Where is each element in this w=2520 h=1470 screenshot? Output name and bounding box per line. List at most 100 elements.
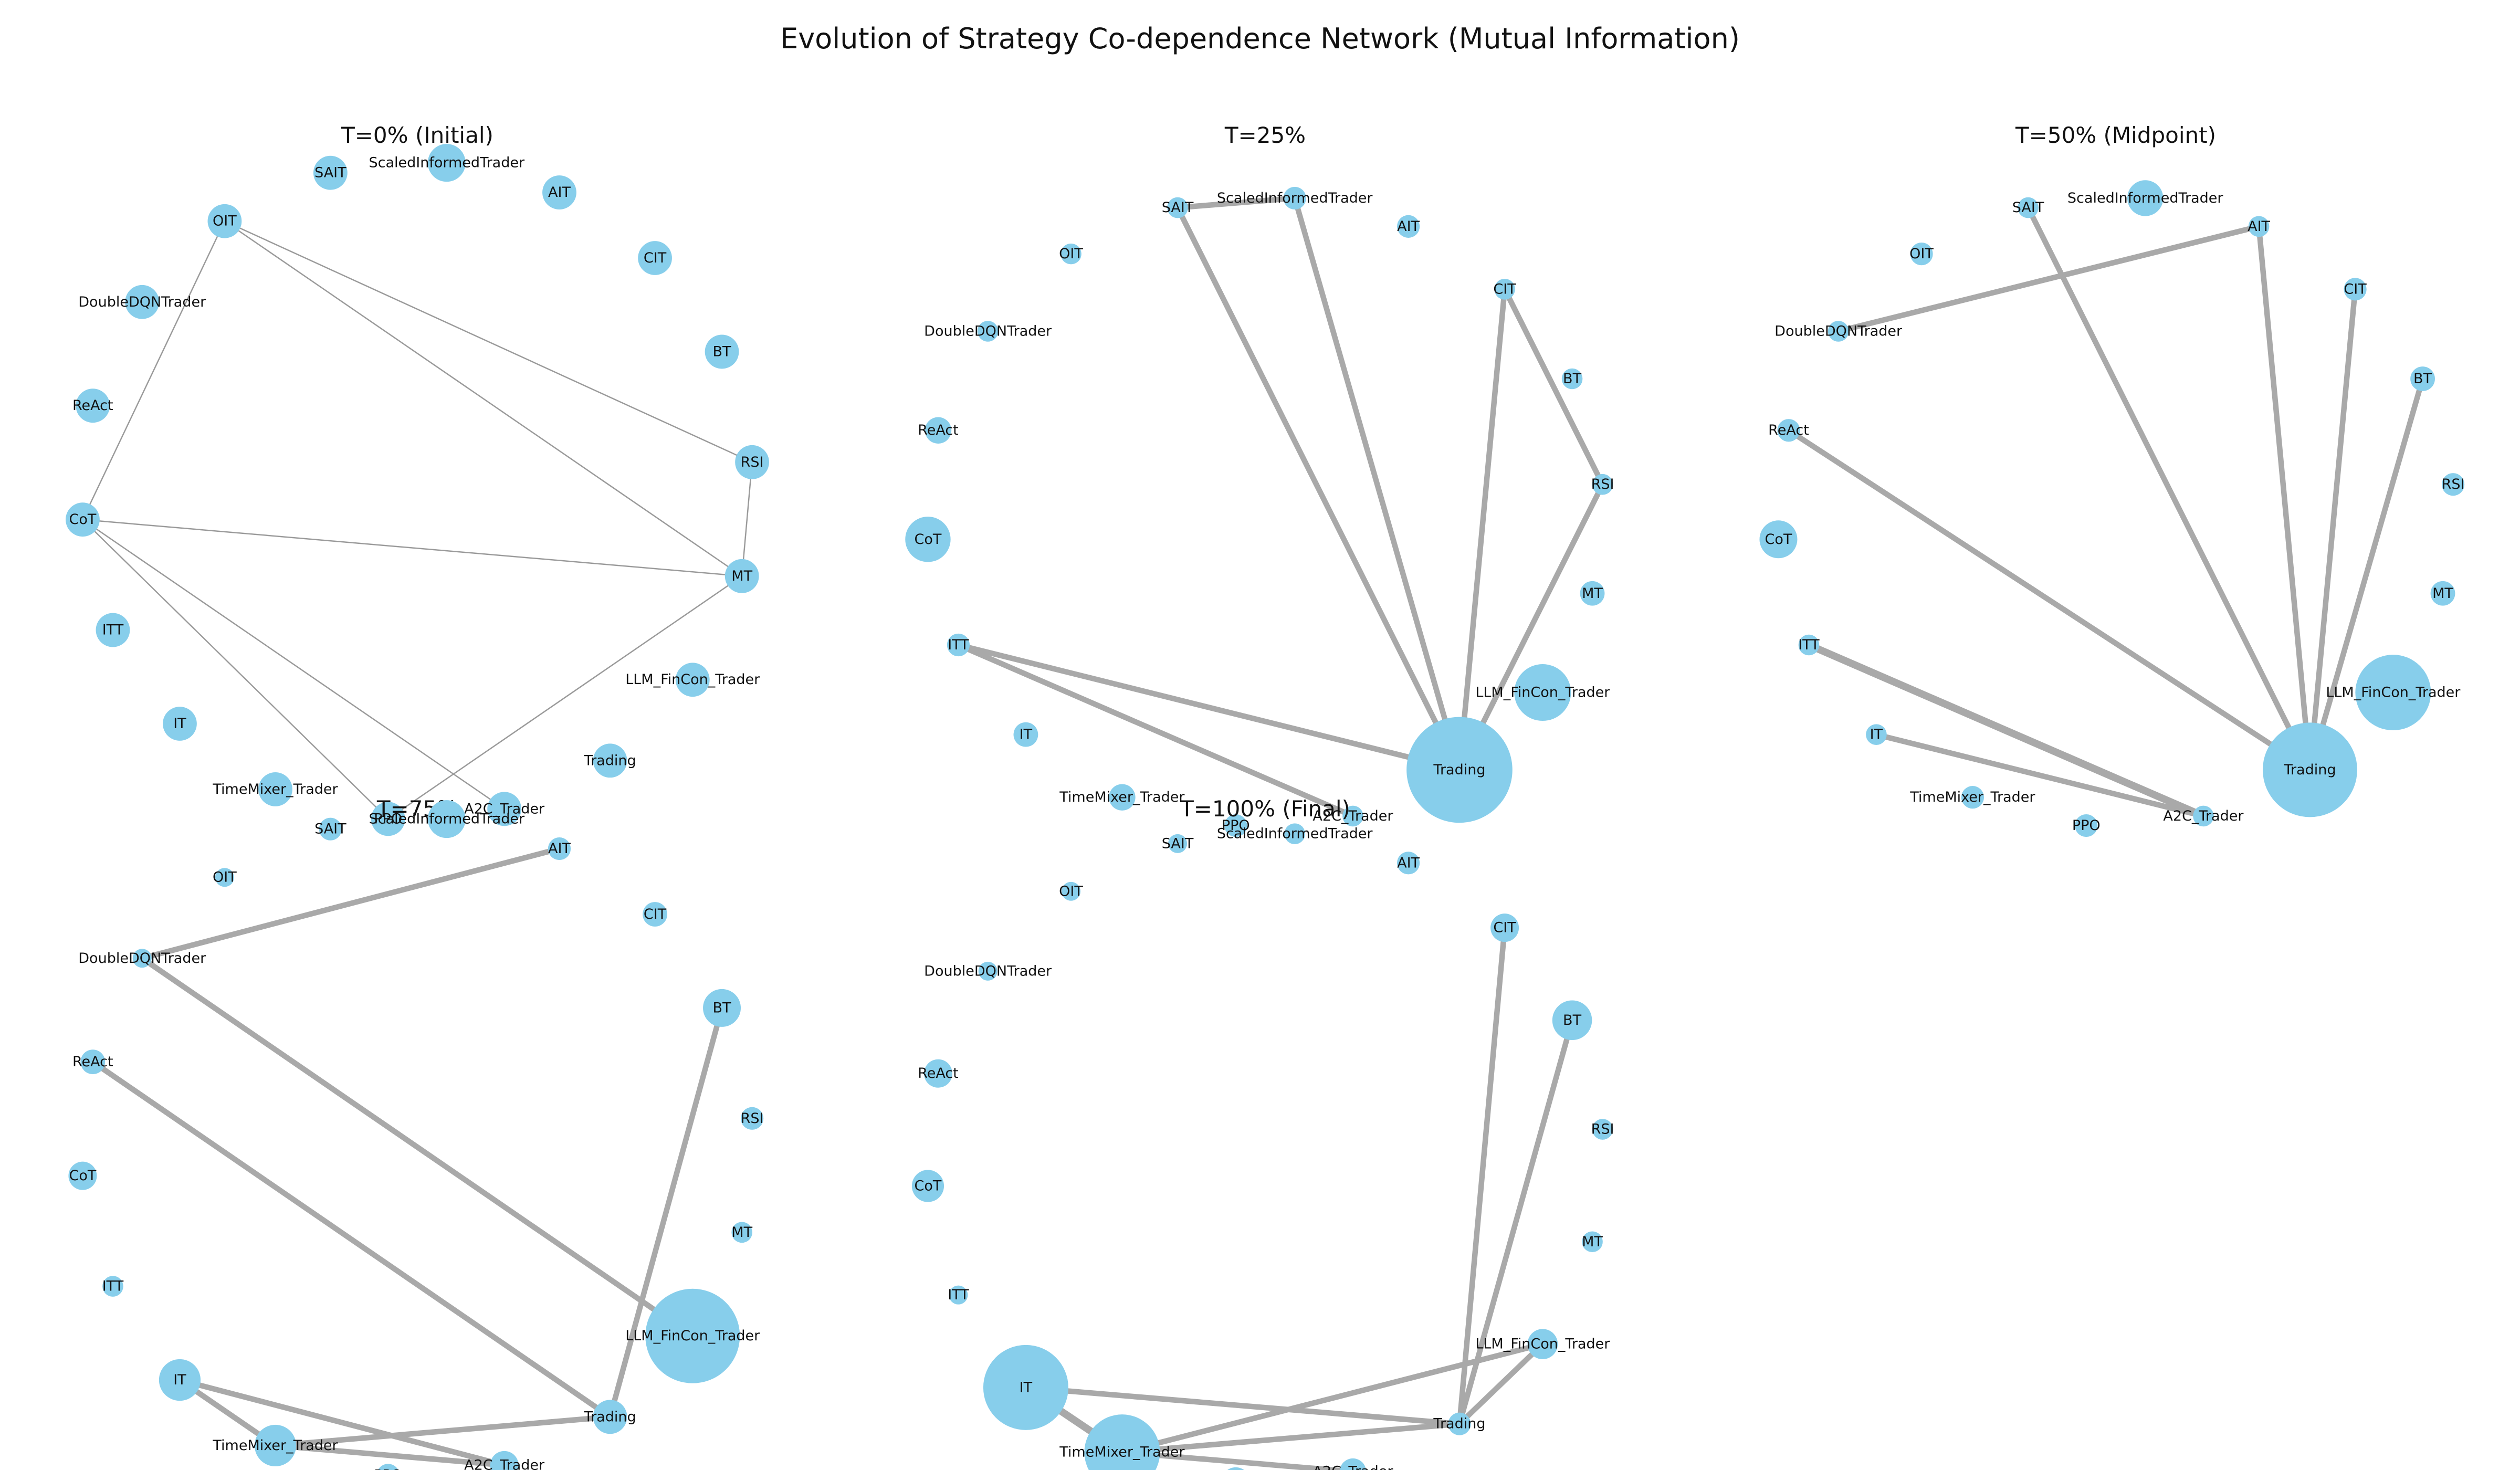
node-IT: [1866, 724, 1887, 745]
node-label-PPO: PPO: [1222, 817, 1250, 834]
node-label-A2C_Trader: A2C_Trader: [2163, 808, 2244, 824]
node-label-RSI: RSI: [2442, 476, 2465, 492]
edge-CoT-MT: [82, 519, 742, 577]
node-label-DoubleDQNTrader: DoubleDQNTrader: [1774, 323, 1903, 339]
edge-OIT-CoT: [82, 220, 226, 520]
node-MT: [724, 559, 759, 593]
node-LLM_FinCon_Trader: [1514, 664, 1571, 721]
node-RSI: [1592, 474, 1613, 495]
node-CIT: [643, 902, 667, 927]
node-label-RSI: RSI: [1591, 476, 1614, 492]
node-label-CIT: CIT: [2344, 281, 2367, 297]
node-label-ReAct: ReAct: [72, 397, 113, 414]
node-ITT: [96, 613, 130, 647]
node-label-IT: IT: [1020, 727, 1033, 743]
node-label-LLM_FinCon_Trader: LLM_FinCon_Trader: [625, 1328, 760, 1344]
node-label-ScaledInformedTrader: ScaledInformedTrader: [2067, 190, 2223, 206]
node-Trading: [2262, 722, 2357, 817]
node-LLM_FinCon_Trader: [675, 663, 710, 697]
node-CoT: [911, 1170, 944, 1202]
node-CoT: [1759, 520, 1798, 559]
node-TimeMixer_Trader: [1109, 784, 1136, 811]
node-label-SAIT: SAIT: [1162, 200, 1194, 216]
node-RSI: [1592, 1119, 1613, 1140]
node-A2C_Trader: [1342, 805, 1363, 827]
node-ScaledInformedTrader: [427, 144, 466, 182]
node-label-MT: MT: [1582, 585, 1603, 602]
node-label-OIT: OIT: [213, 869, 237, 886]
edge-Trading-TimeMixer_Trader: [275, 1414, 611, 1448]
node-BT: [1561, 368, 1583, 390]
node-label-TimeMixer_Trader: TimeMixer_Trader: [212, 1437, 338, 1454]
node-LLM_FinCon_Trader: [2355, 655, 2431, 731]
node-RSI: [740, 1107, 764, 1130]
node-TimeMixer_Trader: [254, 1424, 297, 1467]
panel-4: T=100% (Final)ScaledInformedTraderAITCIT…: [911, 796, 1614, 1470]
node-LLM_FinCon_Trader: [645, 1288, 740, 1383]
edge-DoubleDQNTrader-LLM_FinCon_Trader: [140, 956, 695, 1339]
node-label-MT: MT: [1582, 1234, 1603, 1250]
node-label-MT: MT: [731, 1224, 752, 1241]
node-label-SAIT: SAIT: [1162, 835, 1194, 852]
edge-ScaledInformedTrader-Trading: [1292, 197, 1463, 771]
edge-BT-Trading: [607, 1007, 725, 1418]
node-DoubleDQNTrader: [132, 949, 152, 968]
node-DoubleDQNTrader: [1828, 321, 1849, 342]
node-CIT: [1494, 279, 1515, 300]
node-label-OIT: OIT: [1059, 246, 1083, 262]
node-A2C_Trader: [2193, 805, 2214, 827]
node-label-IT: IT: [173, 716, 186, 732]
node-label-A2C_Trader: A2C_Trader: [464, 801, 545, 817]
node-ITT: [1798, 634, 1820, 656]
node-A2C_Trader: [1339, 1458, 1366, 1470]
node-SAIT: [313, 155, 348, 190]
edge-ITT-A2C_Trader: [957, 642, 1354, 819]
node-AIT: [2248, 216, 2270, 237]
node-label-AIT: AIT: [548, 841, 571, 857]
node-IT: [983, 1345, 1068, 1430]
node-LLM_FinCon_Trader: [1527, 1329, 1558, 1359]
node-label-OIT: OIT: [213, 213, 237, 229]
node-label-ScaledInformedTrader: ScaledInformedTrader: [369, 155, 524, 171]
node-label-DoubleDQNTrader: DoubleDQNTrader: [78, 294, 206, 310]
node-label-TimeMixer_Trader: TimeMixer_Trader: [212, 781, 338, 797]
node-label-AIT: AIT: [548, 184, 571, 201]
node-A2C_Trader: [487, 792, 522, 826]
node-AIT: [1396, 852, 1420, 875]
panel-title: T=50% (Midpoint): [2015, 122, 2216, 148]
node-ITT: [947, 633, 970, 657]
node-DoubleDQNTrader: [977, 321, 999, 342]
node-label-ITT: ITT: [102, 1278, 124, 1295]
edge-TimeMixer_Trader-LLM_FinCon_Trader: [1121, 1341, 1544, 1455]
node-ReAct: [76, 388, 110, 423]
node-ScaledInformedTrader: [1283, 186, 1306, 210]
node-label-SAIT: SAIT: [314, 165, 346, 181]
node-label-LLM_FinCon_Trader: LLM_FinCon_Trader: [1475, 1336, 1610, 1352]
node-Trading: [1406, 717, 1513, 823]
node-label-CIT: CIT: [644, 250, 667, 266]
node-label-LLM_FinCon_Trader: LLM_FinCon_Trader: [625, 671, 760, 688]
node-label-DoubleDQNTrader: DoubleDQNTrader: [924, 323, 1052, 339]
node-label-CIT: CIT: [644, 906, 667, 922]
node-ScaledInformedTrader: [427, 800, 466, 838]
edge-SAIT-Trading: [1175, 206, 1462, 771]
edge-BT-Trading: [1456, 1019, 1575, 1425]
node-AIT: [548, 837, 571, 860]
edge-RSI-Trading: [1457, 483, 1605, 771]
node-BT: [705, 334, 739, 369]
edge-CoT-PPO: [82, 519, 389, 820]
node-label-CIT: CIT: [1493, 920, 1516, 936]
panel-title: T=25%: [1224, 122, 1306, 148]
edge-TimeMixer_Trader-Trading: [1121, 1421, 1460, 1455]
node-BT: [703, 989, 741, 1027]
node-MT: [1582, 1231, 1603, 1253]
node-label-ScaledInformedTrader: ScaledInformedTrader: [369, 811, 524, 827]
node-label-SAIT: SAIT: [314, 821, 346, 837]
node-ScaledInformedTrader: [1284, 823, 1306, 844]
node-BT: [1552, 1000, 1592, 1041]
panel-title: T=100% (Final): [1180, 796, 1350, 822]
node-IT: [163, 707, 197, 741]
node-label-MT: MT: [731, 568, 752, 584]
node-PPO: [377, 1464, 398, 1470]
node-CoT: [905, 517, 951, 562]
